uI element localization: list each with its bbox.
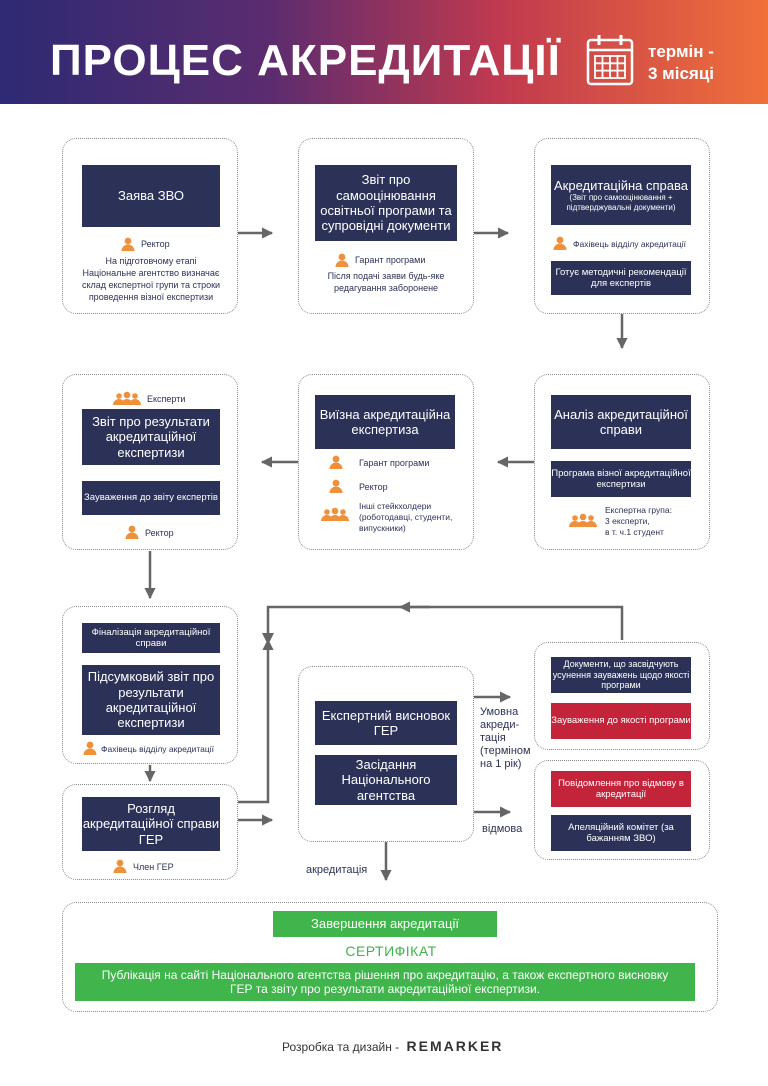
refusal-panel: Повідомлення про відмову в акредитації А… xyxy=(534,760,710,860)
step-9-panel: Експертний висновок ГЕР Засідання Націон… xyxy=(298,666,474,842)
role-specialist: Фахівець відділу акредитації xyxy=(101,744,214,754)
conditional-panel: Документи, що засвідчують усунення заува… xyxy=(534,642,710,750)
role-guarantor: Гарант програми xyxy=(355,255,426,265)
role-guarantor: Гарант програми xyxy=(359,458,430,468)
refusal-notice-box: Повідомлення про відмову в акредитації xyxy=(551,771,691,807)
methodology-box: Готує методичні рекомендації для експерт… xyxy=(551,261,691,295)
page-title: ПРОЦЕС АКРЕДИТАЦІЇ xyxy=(50,36,561,85)
person-icon xyxy=(329,479,343,493)
term-label: термін - 3 місяці xyxy=(648,41,714,85)
step-3-panel: Акредитаційна справа (Звіт про самооціню… xyxy=(534,138,710,314)
person-icon xyxy=(335,253,349,267)
role-experts: Експерти xyxy=(147,394,186,404)
loop-line xyxy=(238,605,624,804)
role-rector: Ректор xyxy=(145,528,174,538)
visit-program-box: Програма візної акредитаційної експертиз… xyxy=(551,461,691,497)
ger-conclusion-box: Експертний висновок ГЕР xyxy=(315,701,457,745)
step-2-panel: Звіт про самооцінювання освітньої програ… xyxy=(298,138,474,314)
expert-group-line3: в т. ч.1 студент xyxy=(605,527,664,537)
ger-review-box: Розгляд акредитаційної справи ГЕР xyxy=(82,797,220,851)
calendar-icon xyxy=(586,35,634,86)
expert-report-box: Звіт про результати акредитаційної експе… xyxy=(82,409,220,465)
person-icon xyxy=(553,236,567,250)
finalization-box: Фіналізація акредитаційної справи xyxy=(82,623,220,653)
certificate-label: СЕРТИФІКАТ xyxy=(345,943,437,959)
header-banner: ПРОЦЕС АКРЕДИТАЦІЇ термін - 3 місяці xyxy=(0,0,768,104)
quality-remarks-box: Зауваження до якості програми xyxy=(551,703,691,739)
expert-group-line1: Експертна група: xyxy=(605,505,672,515)
person-icon xyxy=(125,525,139,539)
role-ger-member: Член ГЕР xyxy=(133,862,174,872)
self-assessment-box: Звіт про самооцінювання освітньої програ… xyxy=(315,165,457,241)
completion-box: Завершення акредитації xyxy=(273,911,497,937)
application-box: Заява ЗВО xyxy=(82,165,220,227)
accreditation-case-sub: (Звіт про самооцінювання + підтверджувал… xyxy=(566,193,676,212)
expert-group-line2: 3 експерти, xyxy=(605,516,650,526)
group-icon xyxy=(569,513,597,527)
conditional-label: Умовна акреди-тація (терміном на 1 рік) xyxy=(480,706,531,770)
person-icon xyxy=(83,741,97,755)
role-specialist: Фахівець відділу акредитації xyxy=(573,239,686,249)
step-5-panel: Виїзна акредитаційна експертиза Гарант п… xyxy=(298,374,474,550)
person-icon xyxy=(329,455,343,469)
report-remarks-box: Зауваження до звіту експертів xyxy=(82,481,220,515)
footer-text: Розробка та дизайн - xyxy=(282,1040,400,1054)
role-rector: Ректор xyxy=(141,239,170,249)
step-1-panel: Заява ЗВО Ректор На підготовчому етапі Н… xyxy=(62,138,238,314)
case-analysis-box: Аналіз акредитаційної справи xyxy=(551,395,691,449)
publication-box: Публікація на сайті Національного агентс… xyxy=(75,963,695,1001)
refusal-label: відмова xyxy=(482,823,523,835)
group-icon xyxy=(321,507,349,521)
step-6-panel: Експерти Звіт про результати акредитацій… xyxy=(62,374,238,550)
brand-logo: REMARKER xyxy=(406,1038,504,1054)
role-stakeholders: Інші стейкхолдери (роботодавці, студенти… xyxy=(359,501,453,533)
remediation-docs-box: Документи, що засвідчують усунення заува… xyxy=(551,657,691,693)
step-7-panel: Фіналізація акредитаційної справи Підсум… xyxy=(62,606,238,764)
appeal-committee-box: Апеляційний комітет (за бажанням ЗВО) xyxy=(551,815,691,851)
step-4-panel: Аналіз акредитаційної справи Програма ві… xyxy=(534,374,710,550)
footer: Розробка та дизайн - REMARKER xyxy=(282,1038,503,1054)
step-1-note: На підготовчому етапі Національне агентс… xyxy=(81,256,221,302)
accreditation-label: акредитація xyxy=(306,864,368,876)
term-line-2: 3 місяці xyxy=(648,64,715,83)
step-2-note: Після подачі заяви будь-яке редагування … xyxy=(327,271,445,293)
final-panel: Завершення акредитації СЕРТИФІКАТ Публік… xyxy=(62,902,718,1012)
final-report-box: Підсумковий звіт про результати акредита… xyxy=(82,665,220,735)
expert-group-info: Експертна група: 3 експерти, в т. ч.1 ст… xyxy=(605,505,672,538)
term-line-1: термін - xyxy=(648,42,714,61)
visit-expertise-box: Виїзна акредитаційна експертиза xyxy=(315,395,455,449)
agency-meeting-box: Засідання Національного агентства xyxy=(315,755,457,805)
step-8-panel: Розгляд акредитаційної справи ГЕР Член Г… xyxy=(62,784,238,880)
group-icon xyxy=(113,391,141,405)
person-icon xyxy=(113,859,127,873)
accreditation-case-title: Акредитаційна справа xyxy=(553,177,689,193)
role-rector: Ректор xyxy=(359,482,388,492)
accreditation-case-box: Акредитаційна справа (Звіт про самооціню… xyxy=(551,165,691,225)
person-icon xyxy=(121,237,135,251)
